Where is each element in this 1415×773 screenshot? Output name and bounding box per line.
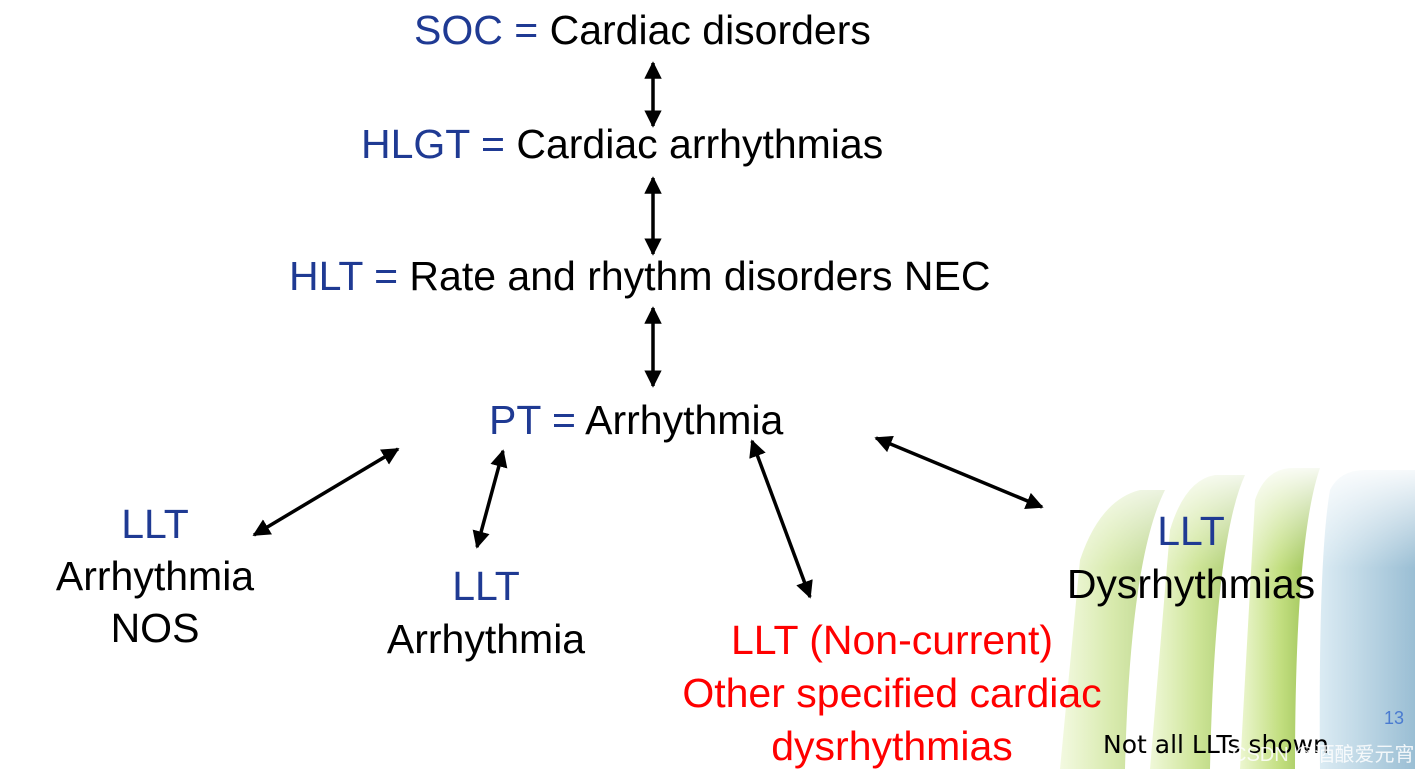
hlgt-value: Cardiac arrhythmias xyxy=(516,121,884,167)
llt-arrhythmia-nos-label: LLT xyxy=(121,501,189,547)
hlt-label: HLT = xyxy=(289,253,399,299)
llt-arrhythmia-nos-line1: Arrhythmia xyxy=(55,553,255,599)
llt-noncurrent-line1: Other specified cardiac xyxy=(682,670,1102,716)
footer-note: Not all LLTs shown xyxy=(1103,730,1329,759)
watermark: CSDN @酒酿爱元宵 xyxy=(1232,744,1415,766)
pt-label: PT = xyxy=(489,397,576,443)
hlgt-node: HLGT = Cardiac arrhythmias xyxy=(361,124,883,165)
hlgt-label: HLGT = xyxy=(361,121,505,167)
llt-arrhythmia-nos-line2: NOS xyxy=(110,605,200,651)
llt-arrhythmia-label: LLT xyxy=(452,563,520,609)
llt-noncurrent-line2: dysrhythmias xyxy=(771,723,1013,769)
pt-value: Arrhythmia xyxy=(585,397,784,443)
llt-dysrhythmias-label: LLT xyxy=(1157,508,1225,554)
arrow-pt-llt-arrhythmia xyxy=(472,449,508,549)
llt-arrhythmia-nos-node: LLT Arrhythmia NOS xyxy=(40,498,270,654)
arrow-pt-llt-nos xyxy=(252,447,400,537)
llt-dysrhythmias-node: LLT Dysrhythmias xyxy=(1050,505,1332,611)
arrow-pt-llt-noncurrent xyxy=(749,439,813,599)
slide-number: 13 xyxy=(1384,708,1405,728)
soc-value: Cardiac disorders xyxy=(549,7,871,53)
llt-arrhythmia-value: Arrhythmia xyxy=(386,616,586,662)
hlt-node: HLT = Rate and rhythm disorders NEC xyxy=(289,256,991,297)
hlt-value: Rate and rhythm disorders NEC xyxy=(409,253,991,299)
soc-label: SOC = xyxy=(414,7,539,53)
llt-noncurrent-node: LLT (Non-current) Other specified cardia… xyxy=(652,614,1132,773)
arrow-pt-llt-dysrhythmias xyxy=(874,435,1044,510)
soc-node: SOC = Cardiac disorders xyxy=(414,10,871,51)
llt-noncurrent-label: LLT (Non-current) xyxy=(730,617,1054,663)
llt-arrhythmia-node: LLT Arrhythmia xyxy=(371,560,601,666)
llt-dysrhythmias-value: Dysrhythmias xyxy=(1066,561,1316,607)
pt-node: PT = Arrhythmia xyxy=(489,400,783,441)
